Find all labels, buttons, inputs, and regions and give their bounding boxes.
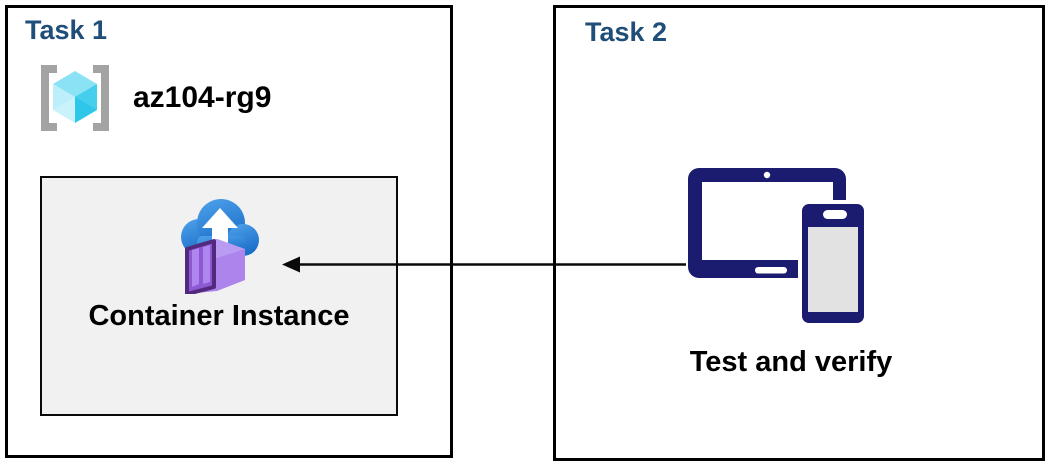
task2-box: Task 2 Test and verify	[553, 5, 1045, 461]
resource-group-icon	[41, 65, 109, 131]
task2-title: Task 2	[585, 17, 668, 47]
devices-icon	[688, 168, 868, 327]
connector-arrow	[282, 256, 686, 273]
task1-title: Task 1	[25, 15, 108, 45]
task1-box: Task 1 az104-rg9	[5, 5, 453, 458]
container-instance-box: Container Instance	[40, 176, 398, 416]
test-and-verify-label: Test and verify	[689, 346, 893, 378]
resource-group-row: az104-rg9	[31, 62, 271, 134]
container-instance-label: Container Instance	[88, 300, 350, 332]
resource-group-name: az104-rg9	[133, 81, 272, 114]
container-instances-icon	[181, 199, 259, 294]
